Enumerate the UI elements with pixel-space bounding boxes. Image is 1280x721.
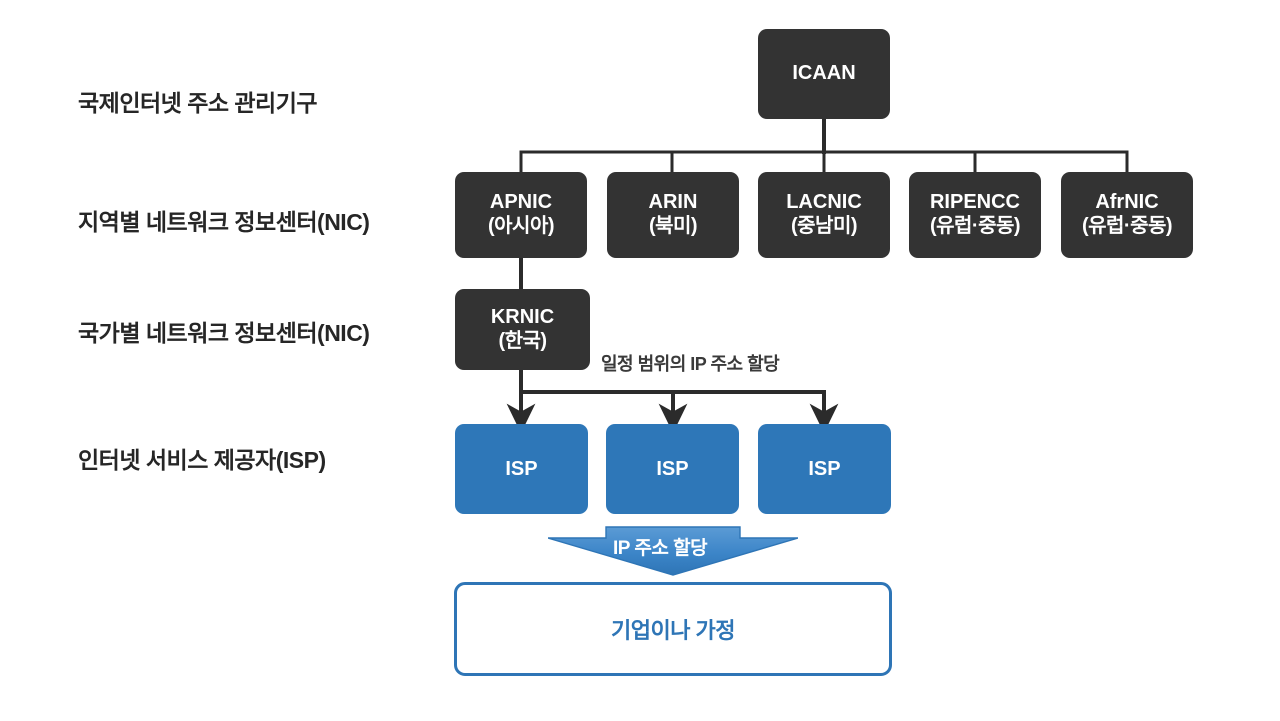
node-apnic[interactable]: APNIC (아시아) [455, 172, 587, 258]
node-isp-3[interactable]: ISP [758, 424, 891, 514]
node-ripencc[interactable]: RIPENCC (유럽·중동) [909, 172, 1041, 258]
node-afrnic[interactable]: AfrNIC (유럽·중동) [1061, 172, 1193, 258]
endbox-label: 기업이나 가정 [610, 618, 736, 643]
node-isp-2[interactable]: ISP [606, 424, 739, 514]
banner-label: IP 주소 할당 [613, 538, 708, 559]
node-krnic[interactable]: KRNIC (한국) [455, 289, 590, 370]
node-icaan-label: ICAAN [792, 62, 856, 85]
node-arin[interactable]: ARIN (북미) [607, 172, 739, 258]
node-lacnic-name: LACNIC [786, 191, 862, 214]
node-afrnic-name: AfrNIC [1095, 191, 1159, 214]
tier-label-regional-nic: 지역별 네트워크 정보센터(NIC) [78, 209, 370, 235]
node-lacnic[interactable]: LACNIC (중남미) [758, 172, 890, 258]
node-ripencc-name: RIPENCC [929, 191, 1020, 214]
node-arin-name: ARIN [648, 191, 698, 214]
node-krnic-name: KRNIC [490, 305, 555, 328]
node-ripencc-region: (유럽·중동) [929, 215, 1021, 237]
tier-label-global-authority: 국제인터넷 주소 관리기구 [78, 90, 318, 116]
node-isp-1[interactable]: ISP [455, 424, 588, 514]
node-icaan[interactable]: ICAAN [758, 29, 890, 119]
endbox-enterprise-home[interactable]: 기업이나 가정 [454, 582, 892, 676]
node-krnic-region: (한국) [498, 329, 547, 352]
node-isp-3-label: ISP [808, 457, 841, 480]
tier-label-isp: 인터넷 서비스 제공자(ISP) [78, 447, 326, 473]
node-lacnic-region: (중남미) [790, 215, 858, 237]
node-arin-region: (북미) [648, 215, 698, 237]
node-isp-1-label: ISP [505, 457, 538, 480]
node-apnic-name: APNIC [489, 191, 553, 214]
node-apnic-region: (아시아) [487, 215, 555, 237]
annotation-ip-range-allocation: 일정 범위의 IP 주소 할당 [601, 354, 780, 374]
tier-label-national-nic: 국가별 네트워크 정보센터(NIC) [78, 320, 370, 346]
banner-arrow-shape [548, 526, 798, 576]
node-isp-2-label: ISP [656, 457, 689, 480]
node-afrnic-region: (유럽·중동) [1081, 215, 1173, 237]
